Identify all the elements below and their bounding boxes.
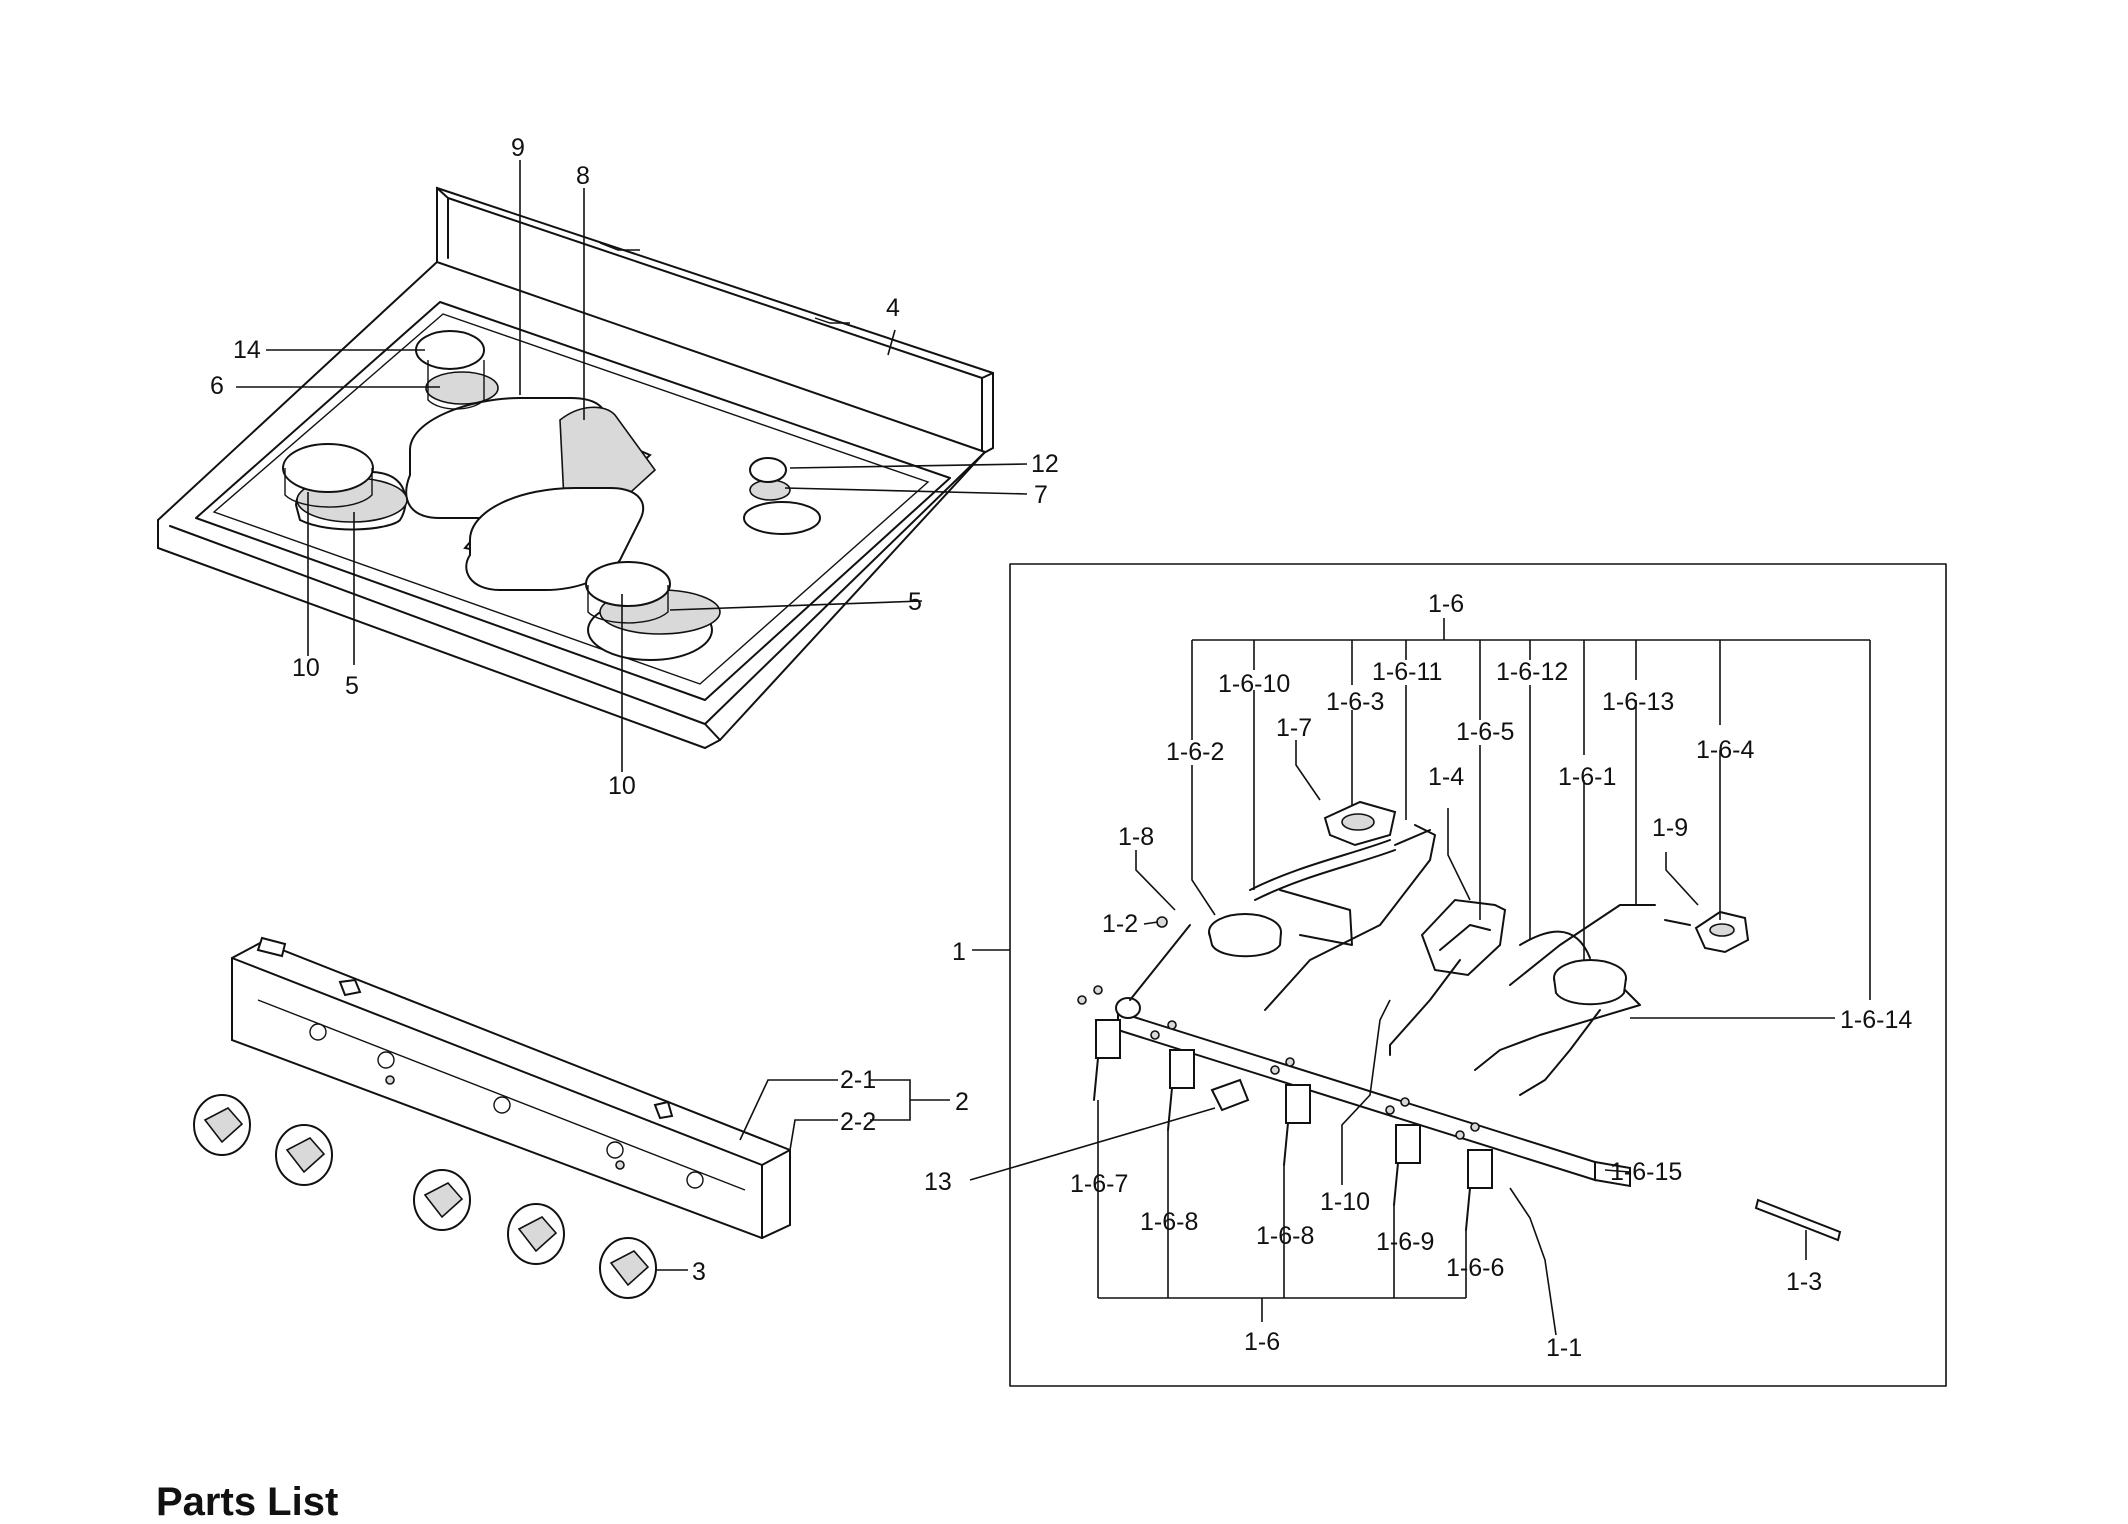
cooktop-illustration [157, 186, 994, 750]
label-1-8: 1-8 [1118, 823, 1154, 851]
label-2: 2 [955, 1088, 969, 1116]
label-1-6-13: 1-6-13 [1602, 688, 1674, 716]
knob-2 [275, 1124, 333, 1186]
label-1-6-11: 1-6-11 [1372, 658, 1442, 686]
label-1-10: 1-10 [1320, 1188, 1370, 1216]
label-1-4: 1-4 [1428, 763, 1464, 791]
label-13: 13 [924, 1168, 952, 1196]
label-1-6-12: 1-6-12 [1496, 658, 1568, 686]
label-1-7: 1-7 [1276, 714, 1312, 742]
label-9: 9 [511, 134, 525, 162]
label-4: 4 [886, 294, 900, 322]
parts-list-heading: Parts List [156, 1480, 339, 1524]
label-2-1: 2-1 [840, 1066, 876, 1094]
valve-5 [1465, 1149, 1493, 1231]
valve-2 [1167, 1049, 1195, 1131]
label-2-2: 2-2 [840, 1108, 876, 1136]
label-1-1: 1-1 [1546, 1334, 1582, 1362]
label-10-left: 10 [292, 654, 320, 682]
label-6: 6 [210, 372, 224, 400]
control-panel-illustration [193, 936, 791, 1299]
label-1-6-3: 1-6-3 [1326, 688, 1384, 716]
valve-3 [1283, 1084, 1311, 1166]
knob-4 [507, 1203, 565, 1265]
label-1-6-9: 1-6-9 [1376, 1228, 1434, 1256]
cooktop-leaders [236, 160, 1028, 772]
burner-right-rear [743, 457, 821, 535]
assembly-frame [1009, 563, 1947, 1387]
label-1-6-4: 1-6-4 [1696, 736, 1754, 764]
control-panel-leaders [655, 1079, 950, 1271]
burner-assembly-labels: 1-6 1-6-10 1-6-11 1-6-12 1-6-13 1-6-3 1-… [924, 590, 1912, 1362]
cooktop-labels: 9 8 4 14 6 12 7 5 10 5 10 [210, 134, 1059, 800]
label-5-right: 5 [908, 588, 922, 616]
control-panel-labels: 2-1 2-2 2 3 [692, 1066, 969, 1286]
label-1-6-10: 1-6-10 [1218, 670, 1290, 698]
label-10-right: 10 [608, 772, 636, 800]
label-8: 8 [576, 162, 590, 190]
label-1-6-7: 1-6-7 [1070, 1170, 1128, 1198]
burner-assembly-illustration [1077, 800, 1842, 1242]
valve-1 [1093, 1019, 1121, 1101]
burner-left-front [282, 443, 408, 531]
knob-5 [599, 1237, 657, 1299]
label-1-6-15: 1-6-15 [1610, 1158, 1682, 1186]
valve-4 [1393, 1124, 1421, 1206]
label-1-6-5: 1-6-5 [1456, 718, 1514, 746]
label-1-6-8-right: 1-6-8 [1256, 1222, 1314, 1250]
label-1: 1 [952, 938, 966, 966]
label-1-2: 1-2 [1102, 910, 1138, 938]
knob-1 [193, 1094, 251, 1156]
label-1-6-6: 1-6-6 [1446, 1254, 1504, 1282]
label-1-6-2: 1-6-2 [1166, 738, 1224, 766]
label-1-6-bottom: 1-6 [1244, 1328, 1280, 1356]
label-1-6-top: 1-6 [1428, 590, 1464, 618]
knob-3 [413, 1169, 471, 1231]
label-1-9: 1-9 [1652, 814, 1688, 842]
label-1-3: 1-3 [1786, 1268, 1822, 1296]
label-1-6-14: 1-6-14 [1840, 1006, 1912, 1034]
burner-assembly-leaders [969, 618, 1871, 1336]
label-12: 12 [1031, 450, 1059, 478]
label-1-6-8-left: 1-6-8 [1140, 1208, 1198, 1236]
label-5-left: 5 [345, 672, 359, 700]
label-1-6-1: 1-6-1 [1558, 763, 1616, 791]
label-14: 14 [233, 336, 261, 364]
burner-right-front [585, 561, 721, 661]
label-3: 3 [692, 1258, 706, 1286]
label-7: 7 [1034, 481, 1048, 509]
